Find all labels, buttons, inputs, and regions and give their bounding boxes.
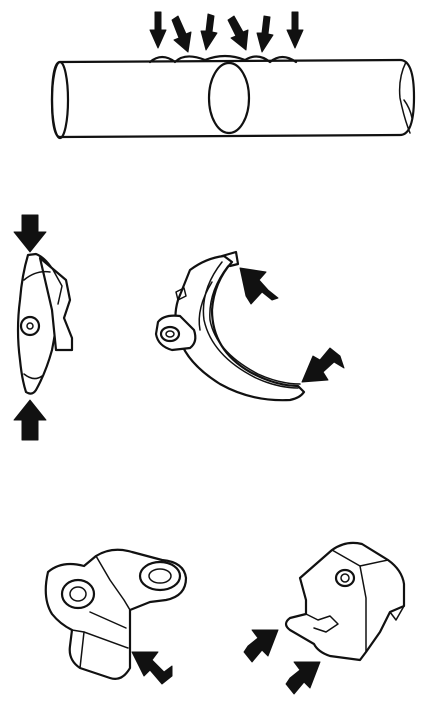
rocker-right-arrow-bottom bbox=[285, 661, 321, 695]
curved-arm-arrow-bottom bbox=[301, 347, 345, 383]
lever-back-plate bbox=[38, 256, 74, 352]
rocker-right-panel bbox=[243, 541, 406, 695]
lever-hole-outer bbox=[19, 315, 41, 337]
curved-arm-body bbox=[174, 254, 306, 402]
lever-bottom-arrow bbox=[13, 399, 47, 441]
rod-arrow-2 bbox=[171, 15, 192, 53]
rocker-left-panel bbox=[44, 548, 188, 685]
curved-arm-hub bbox=[154, 314, 197, 352]
lever-hole-inner bbox=[26, 322, 34, 330]
rod-arrow-6 bbox=[286, 11, 304, 49]
rod-center-ring bbox=[207, 61, 251, 135]
rod-bulges bbox=[148, 54, 298, 64]
rod-right-end bbox=[398, 61, 411, 134]
rod-arrow-5 bbox=[256, 15, 274, 53]
rod-arrow-1 bbox=[149, 11, 167, 49]
rod-arrow-3 bbox=[200, 13, 218, 51]
rocker-left-arrow bbox=[131, 651, 173, 685]
curved-arm-panel bbox=[154, 250, 345, 402]
rod-arrow-4 bbox=[227, 15, 249, 51]
curved-arm-arrow-top bbox=[239, 267, 279, 305]
rod-body bbox=[50, 58, 416, 139]
lever-top-arrow bbox=[13, 214, 47, 253]
rod-panel bbox=[50, 11, 416, 140]
rocker-right-arrow-left bbox=[243, 629, 279, 663]
lever-side-panel bbox=[13, 214, 74, 441]
rod-left-end bbox=[50, 60, 70, 140]
